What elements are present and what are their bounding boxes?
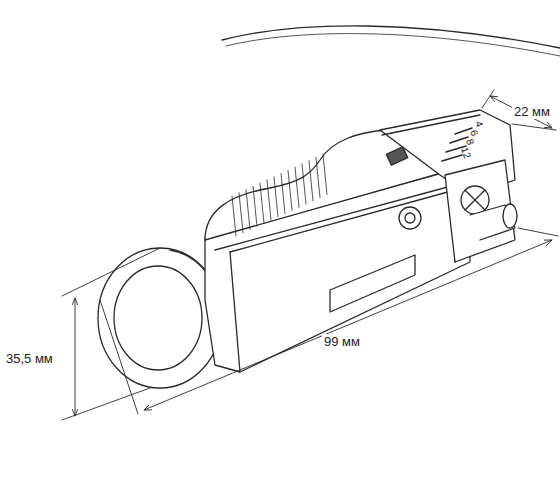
dimension-label: 99 мм (322, 334, 362, 349)
screw (399, 207, 421, 229)
extension-line (62, 248, 160, 296)
extension-line (518, 228, 558, 236)
screw-head (405, 213, 415, 223)
dimension-label: 22 мм (512, 104, 552, 119)
body-edge (230, 252, 240, 372)
blade-slider (386, 147, 407, 165)
dimension-line (144, 240, 552, 410)
dimension-line (75, 298, 76, 416)
extension-line (100, 300, 138, 414)
blade-wheel (461, 186, 489, 214)
ring-inner (114, 266, 202, 370)
dimension-line (490, 96, 552, 128)
extension-line (482, 90, 494, 108)
grip-ribbing (232, 154, 327, 236)
head-edge (382, 115, 480, 135)
wheel-cross (465, 190, 485, 210)
cable-end (503, 204, 517, 228)
cable (222, 26, 560, 48)
cable-edge (226, 34, 560, 56)
dimension-label: 35,5 мм (4, 351, 55, 366)
body-window (330, 255, 415, 312)
